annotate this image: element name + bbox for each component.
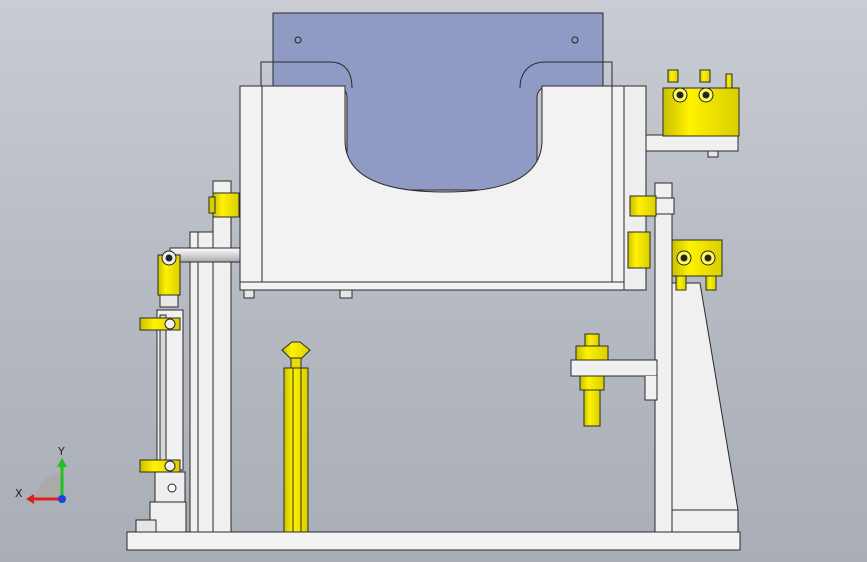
coordinate-triad: X Y — [15, 445, 67, 504]
right-support-bracket[interactable] — [654, 182, 739, 533]
center-support-column[interactable] — [281, 341, 311, 533]
transparent-fixture-plate[interactable] — [260, 12, 613, 191]
left-locating-pin[interactable] — [208, 192, 240, 218]
x-axis-label: X — [15, 487, 23, 500]
right-locating-pin[interactable] — [627, 195, 675, 269]
x-axis-arrow-icon — [26, 494, 62, 504]
z-axis-dot-icon — [58, 495, 66, 503]
right-support-pin-assembly[interactable] — [570, 333, 658, 427]
left-pneumatic-cylinder[interactable] — [135, 250, 187, 533]
y-axis-arrow-icon — [57, 458, 67, 499]
base-plate[interactable] — [126, 531, 741, 551]
right-upper-clamp[interactable] — [645, 69, 740, 158]
left-support-bracket[interactable] — [189, 180, 232, 533]
y-axis-label: Y — [57, 445, 65, 458]
right-lower-clamp[interactable] — [671, 239, 723, 291]
